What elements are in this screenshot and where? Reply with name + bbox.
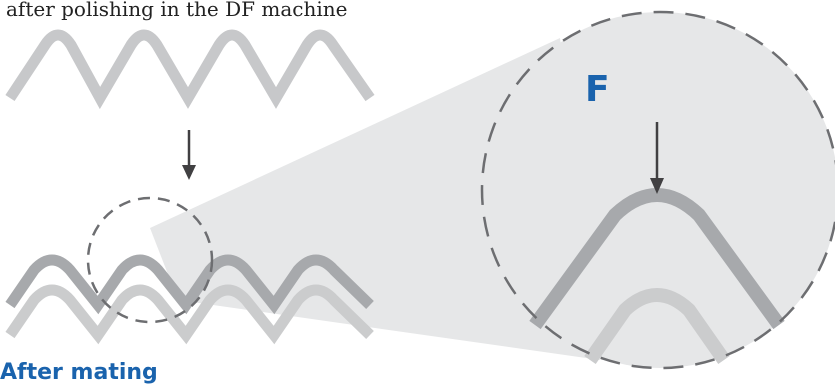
bottom-wave-dark bbox=[5, 254, 374, 315]
down-arrow bbox=[182, 130, 196, 180]
caption-text: after polishing in the DF machine bbox=[6, 0, 348, 21]
section-label: After mating bbox=[0, 360, 158, 385]
magnified-arch-light bbox=[584, 288, 730, 365]
magnified-arch-dark bbox=[529, 188, 785, 330]
force-label: F bbox=[585, 69, 610, 110]
magnification-cone bbox=[150, 38, 600, 360]
force-arrow bbox=[650, 122, 664, 194]
magnified-view-outline bbox=[480, 10, 835, 370]
diagram-graphic bbox=[5, 10, 835, 370]
bottom-wave-light bbox=[5, 284, 374, 345]
detail-circle bbox=[86, 196, 214, 324]
top-wave bbox=[5, 29, 375, 110]
